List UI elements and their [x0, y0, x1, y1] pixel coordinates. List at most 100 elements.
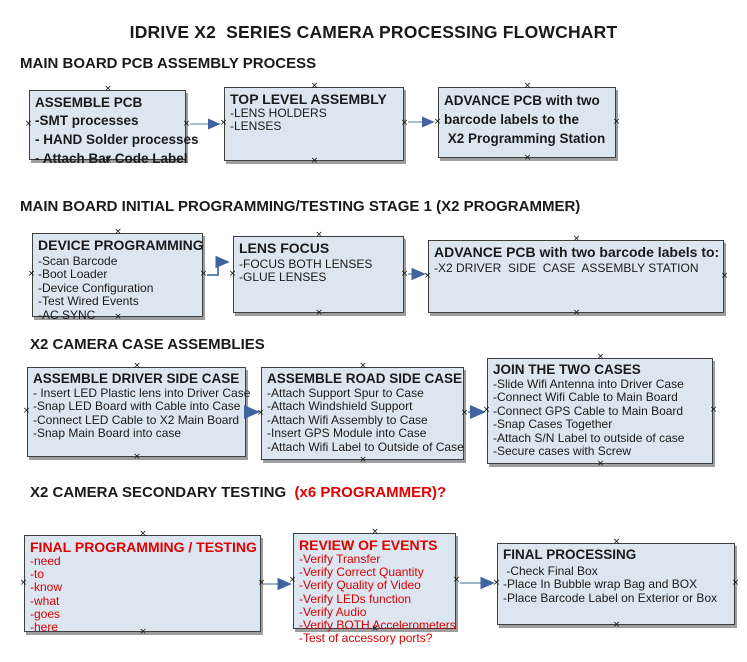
box-assemble-driver-side-case[interactable]: ASSEMBLE DRIVER SIDE CASE - Insert LED P… [27, 367, 250, 457]
connection-point-x-mark [310, 157, 319, 166]
connection-point-x-mark [139, 530, 148, 539]
box-item: -AC SYNC [38, 307, 96, 322]
box-item: -Snap Main Board into case [33, 426, 182, 441]
connection-point-x-mark [27, 270, 36, 279]
box-item: -Device Configuration [38, 280, 154, 295]
box-item: -Attach Wifi Label to Outside of Case [267, 439, 464, 454]
box-item: -SMT processes [35, 113, 139, 128]
connection-point-x-mark [423, 272, 432, 281]
connection-point-x-mark [492, 579, 501, 588]
connector-elbow-programming-to-lensfocus[interactable] [207, 255, 230, 276]
page-title: IDRIVE X2 SERIES CAMERA PROCESSING FLOWC… [129, 22, 618, 42]
connection-point-x-mark [104, 85, 113, 94]
connection-point-x-mark [709, 406, 718, 415]
box-items: -Attach Support Spur to Case-Attach Wind… [267, 386, 464, 454]
connection-point-x-mark [400, 119, 409, 128]
box-review-of-events[interactable]: REVIEW OF EVENTS -Verify Transfer-Verify… [293, 533, 456, 645]
box-title: ASSEMBLE DRIVER SIDE CASE [33, 371, 240, 386]
connection-point-x-mark [133, 453, 142, 462]
box-items: -SMT processes- HAND Solder processes- A… [35, 111, 199, 168]
box-assemble-pcb[interactable]: ASSEMBLE PCB -SMT processes- HAND Solder… [29, 90, 199, 166]
connection-point-x-mark [182, 120, 191, 129]
box-device-programming[interactable]: DEVICE PROGRAMMING -Scan Barcode-Boot Lo… [32, 233, 204, 322]
box-item: -Connect LED Cable to X2 Main Board [33, 412, 240, 427]
box-item: -Verify Transfer [299, 552, 381, 566]
section-header-pcb-assembly: MAIN BOARD PCB ASSEMBLY PROCESS [20, 55, 316, 72]
box-item: -need [30, 554, 61, 568]
box-items: barcode labels to the X2 Programming Sta… [444, 110, 611, 148]
box-item: X2 Programming Station [444, 131, 606, 146]
box-item: -Connect GPS Cable to Main Board [493, 403, 684, 418]
section-header-text: MAIN BOARD INITIAL PROGRAMMING/TESTING S… [20, 198, 581, 215]
box-item: -Test Wired Events [38, 294, 139, 309]
box-item: -FOCUS BOTH LENSES [239, 257, 373, 271]
connection-point-x-mark [720, 272, 729, 281]
box-assemble-road-side-case[interactable]: ASSEMBLE ROAD SIDE CASE -Attach Support … [261, 367, 464, 460]
connection-point-x-mark [596, 353, 605, 362]
box-items: -need-to-know-what-goes-here [30, 554, 256, 635]
connection-point-x-mark [310, 82, 319, 91]
box-item: -Attach S/N Label to outside of case [493, 430, 685, 445]
connection-point-x-mark [612, 621, 621, 630]
box-item: -Slide Wifi Antenna into Driver Case [493, 377, 684, 391]
box-item: -Attach Support Spur to Case [267, 386, 424, 400]
connection-point-x-mark [22, 407, 31, 416]
box-item: -what [30, 593, 60, 608]
box-item: -LENSES [230, 119, 282, 134]
box-item: -Boot Loader [38, 267, 108, 282]
box-items: -LENS HOLDERS-LENSES [230, 106, 399, 134]
box-item: -Test of accessory ports? [299, 631, 433, 646]
box-items: -Check Final Box-Place In Bubble wrap Ba… [503, 564, 730, 605]
box-item: -Connect Wifi Cable to Main Board [493, 390, 678, 405]
box-item: -Scan Barcode [38, 254, 118, 268]
connection-point-x-mark [371, 625, 380, 634]
connection-point-x-mark [523, 154, 532, 163]
box-final-programming-testing[interactable]: FINAL PROGRAMMING / TESTING -need-to-kno… [24, 535, 261, 635]
section-header-case-assemblies: X2 CAMERA CASE ASSEMBLIES [30, 336, 265, 353]
box-item: -Snap Cases Together [493, 417, 613, 432]
box-item: -GLUE LENSES [239, 270, 327, 285]
connection-point-x-mark [371, 528, 380, 537]
box-final-processing[interactable]: FINAL PROCESSING -Check Final Box-Place … [497, 543, 735, 625]
box-item: -know [30, 580, 63, 595]
box-item: -Check Final Box [503, 564, 598, 578]
box-title: TOP LEVEL ASSEMBLY [230, 91, 387, 107]
box-join-the-two-cases[interactable]: JOIN THE TWO CASES -Slide Wifi Antenna i… [487, 358, 713, 464]
connection-point-x-mark [359, 456, 368, 465]
connection-point-x-mark [228, 270, 237, 279]
connection-point-x-mark [257, 579, 266, 588]
box-item: -Verify Audio [299, 604, 367, 619]
connection-point-x-mark [219, 119, 228, 128]
box-items: - Insert LED Plastic lens into Driver Ca… [33, 386, 250, 441]
section-header-initial-programming: MAIN BOARD INITIAL PROGRAMMING/TESTING S… [20, 198, 580, 215]
connection-point-x-mark [400, 270, 409, 279]
box-title: REVIEW OF EVENTS [299, 537, 438, 553]
box-item: -here [30, 620, 59, 635]
box-item: barcode labels to the [444, 112, 580, 127]
box-item: -Verify Correct Quantity [299, 565, 424, 580]
box-item: -Insert GPS Module into Case [267, 426, 427, 441]
box-items: -X2 DRIVER SIDE CASE ASSEMBLY STATION [434, 261, 719, 275]
box-top-level-assembly[interactable]: TOP LEVEL ASSEMBLY -LENS HOLDERS-LENSES [224, 87, 404, 161]
box-item: -Place In Bubble wrap Bag and BOX [503, 577, 698, 592]
box-title: LENS FOCUS [239, 240, 330, 256]
box-items: -Slide Wifi Antenna into Driver Case-Con… [493, 377, 708, 459]
box-items: -FOCUS BOTH LENSES-GLUE LENSES [239, 257, 399, 285]
box-item: -Attach Wifi Assembly to Case [267, 412, 428, 427]
connection-point-x-mark [482, 406, 491, 415]
box-lens-focus[interactable]: LENS FOCUS -FOCUS BOTH LENSES-GLUE LENSE… [233, 236, 404, 313]
box-title: ASSEMBLE PCB [35, 95, 143, 110]
connection-point-x-mark [315, 231, 324, 240]
connection-point-x-mark [139, 628, 148, 637]
section-header-text: MAIN BOARD PCB ASSEMBLY PROCESS [20, 55, 317, 72]
connection-point-x-mark [19, 579, 28, 588]
connection-point-x-mark [596, 460, 605, 469]
connection-point-x-mark [452, 576, 461, 585]
box-advance-pcb-driver-side[interactable]: ADVANCE PCB with two barcode labels to: … [428, 240, 724, 313]
box-item: -LENS HOLDERS [230, 106, 327, 120]
box-advance-pcb-programming-station[interactable]: ADVANCE PCB with two barcode labels to t… [438, 87, 616, 158]
connection-point-x-mark [104, 156, 113, 165]
box-item: -Secure cases with Screw [493, 444, 632, 459]
connection-point-x-mark [242, 407, 251, 416]
